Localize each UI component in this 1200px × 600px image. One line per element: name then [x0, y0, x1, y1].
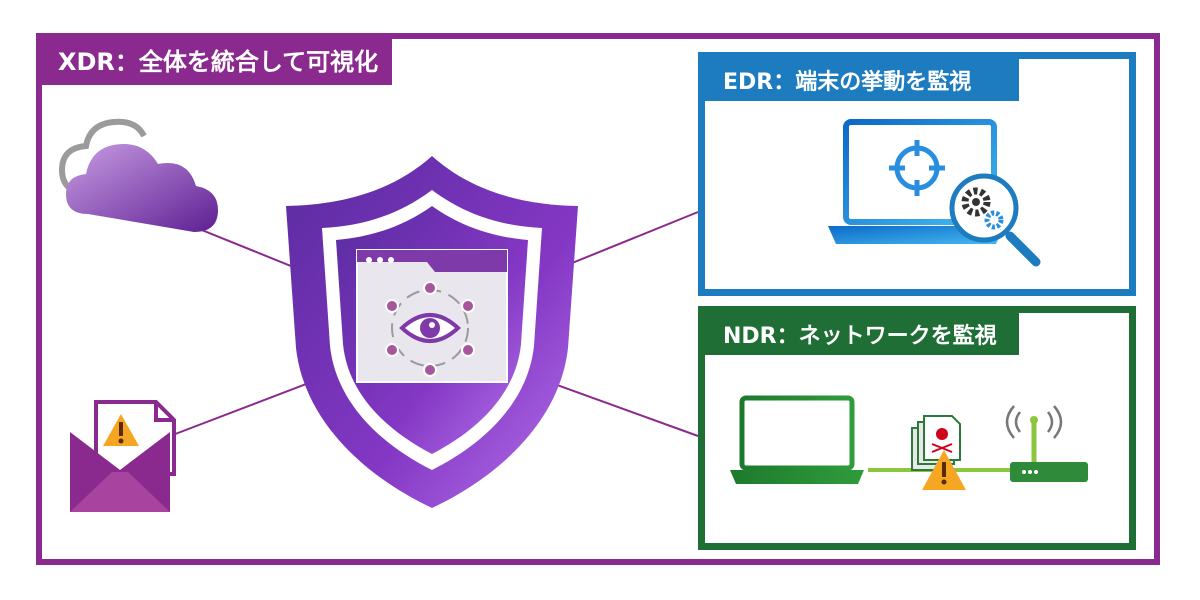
edr-panel: EDR：端末の挙動を監視: [698, 52, 1136, 296]
xdr-frame: [36, 33, 1160, 565]
edr-title: EDR：端末の挙動を監視: [705, 59, 1019, 101]
xdr-title: XDR：全体を統合して可視化: [36, 33, 392, 85]
ndr-title: NDR：ネットワークを監視: [705, 313, 1019, 355]
